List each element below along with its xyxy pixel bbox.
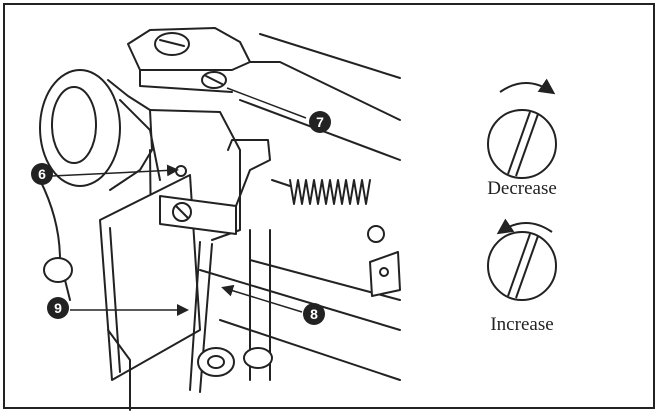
callout-7: 7: [309, 111, 331, 133]
screw-clockwise-icon: [487, 109, 557, 179]
machine-body: [39, 27, 401, 411]
decrease-legend: Decrease: [487, 78, 557, 199]
increase-legend: Increase: [487, 218, 557, 335]
callout-8-text: 8: [310, 306, 318, 322]
callout-6-text: 6: [38, 166, 46, 182]
leader-7: [226, 87, 307, 119]
counterclockwise-arrow-icon: [496, 218, 553, 235]
callout-7-badge: [309, 111, 331, 133]
leader-8: [221, 284, 303, 313]
callout-9-text: 9: [54, 300, 62, 316]
callout-8: 8: [303, 303, 325, 325]
callout-7-text: 7: [316, 114, 324, 130]
decrease-label: Decrease: [487, 178, 557, 199]
callout-9: 9: [47, 297, 69, 319]
leader-lines: [51, 87, 307, 316]
callout-6: 6: [31, 163, 53, 185]
callout-6-badge: [31, 163, 53, 185]
leader-6: [51, 164, 179, 177]
screw-counterclockwise-icon: [487, 231, 557, 301]
clockwise-arrow-icon: [499, 78, 556, 95]
increase-label: Increase: [490, 314, 553, 335]
callout-9-badge: [47, 297, 69, 319]
callout-8-badge: [303, 303, 325, 325]
diagram-frame: [3, 3, 655, 409]
